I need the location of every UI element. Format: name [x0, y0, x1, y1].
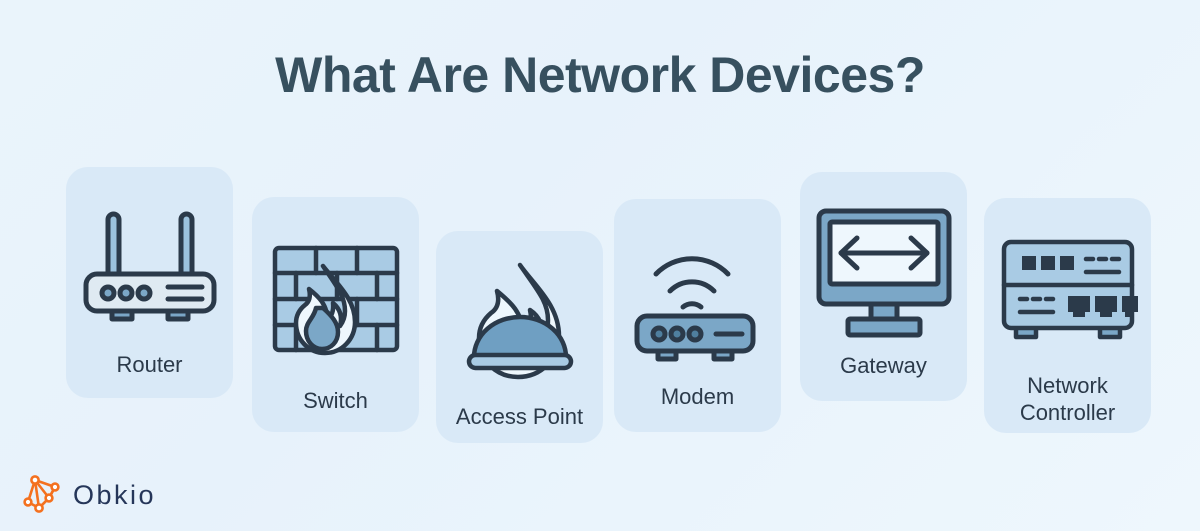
router-icon: [66, 185, 233, 345]
obkio-network-nodes-logo: [22, 472, 62, 519]
page-title: What Are Network Devices?: [275, 47, 925, 103]
device-card-label: Gateway: [840, 353, 927, 378]
device-card-gateway[interactable]: Gateway: [800, 172, 967, 401]
device-card-label: Switch: [303, 388, 368, 413]
device-card-label: Access Point: [455, 404, 584, 429]
device-card-modem[interactable]: Modem: [614, 199, 781, 432]
device-card-label: Modem: [660, 384, 735, 409]
device-card-switch[interactable]: Switch: [252, 197, 419, 432]
obkio-logo-text: Obkio: [73, 480, 157, 510]
access-point-dome-flame-icon: [436, 253, 603, 393]
device-card-access-point[interactable]: Access Point: [436, 231, 603, 443]
network-controller-rack-icon: [984, 228, 1151, 358]
device-card-router[interactable]: Router: [66, 167, 233, 398]
modem-wifi-icon: [614, 223, 781, 373]
device-card-label: Network Controller: [1019, 373, 1116, 425]
device-card-label: Router: [116, 352, 183, 377]
device-card-network-controller[interactable]: Network Controller: [984, 198, 1151, 433]
firewall-brick-flame-icon: [252, 219, 419, 379]
monitor-arrows-icon: [800, 194, 967, 342]
obkio-logo[interactable]: Obkio: [22, 472, 156, 519]
